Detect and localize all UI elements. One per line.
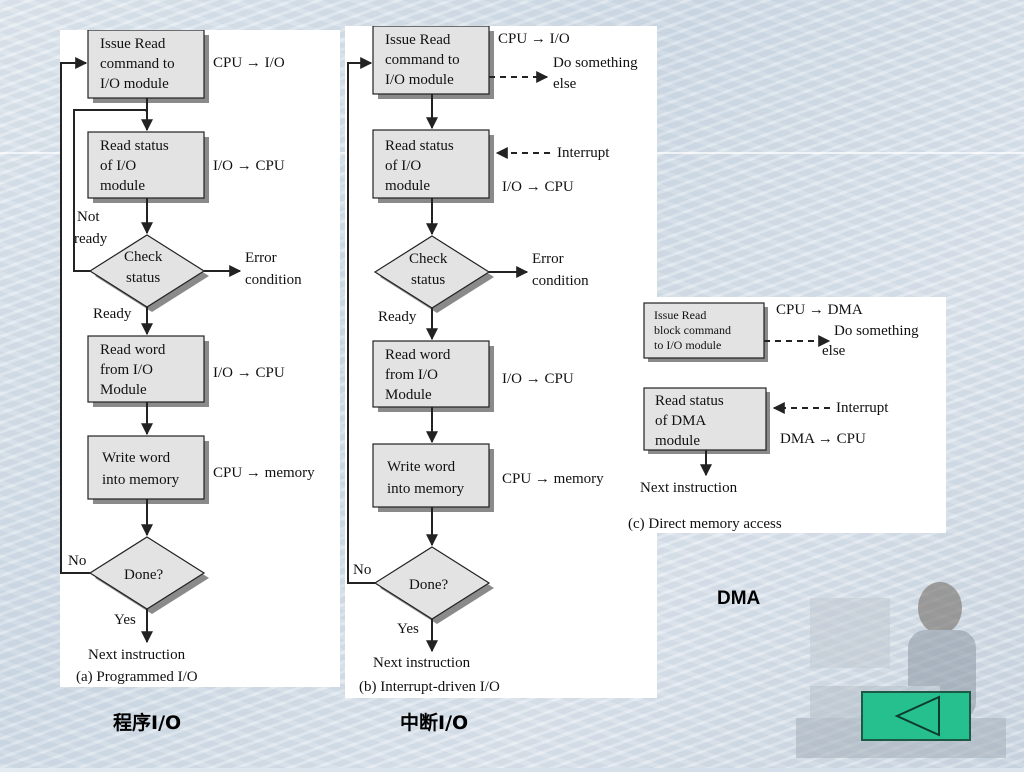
- label-dma-to-cpu: DMA → CPU: [780, 431, 866, 447]
- label-ready-a: Ready: [93, 306, 132, 322]
- box-read-word-b: Read word from I/O Module: [372, 340, 494, 412]
- caption-programmed-io: (a) Programmed I/O: [76, 669, 198, 685]
- box-issue-read-block-c: Issue Read block command to I/O module: [643, 302, 768, 362]
- back-button[interactable]: [861, 691, 971, 741]
- svg-text:Module: Module: [100, 382, 147, 398]
- svg-text:from I/O: from I/O: [385, 367, 438, 383]
- label-io-to-cpu-b2: I/O → CPU: [502, 371, 574, 387]
- svg-text:Read word: Read word: [100, 342, 166, 358]
- label-not-ready-a1: Not: [77, 209, 100, 225]
- svg-text:I/O module: I/O module: [100, 76, 169, 92]
- svg-text:Check: Check: [409, 251, 448, 267]
- caption-direct-memory-access: (c) Direct memory access: [628, 516, 782, 532]
- label-io-to-cpu-a2: I/O → CPU: [213, 365, 285, 381]
- flow-arrows-b: [347, 57, 550, 653]
- svg-text:into memory: into memory: [387, 481, 465, 497]
- svg-text:status: status: [126, 270, 160, 286]
- label-error-a2: condition: [245, 272, 302, 288]
- svg-text:Read status: Read status: [100, 138, 169, 154]
- label-interrupt-b: Interrupt: [557, 145, 610, 161]
- label-do-something-b2: else: [553, 76, 577, 92]
- svg-text:I/O module: I/O module: [385, 72, 454, 88]
- label-ready-b: Ready: [378, 309, 417, 325]
- box-write-word-a: Write word into memory: [87, 435, 209, 504]
- box-read-status-c: Read status of DMA module: [643, 387, 770, 454]
- label-cpu-to-dma: CPU → DMA: [776, 302, 863, 318]
- diamond-done-b: Done?: [373, 546, 494, 624]
- svg-text:of I/O: of I/O: [385, 158, 421, 174]
- svg-text:to I/O module: to I/O module: [654, 338, 721, 352]
- svg-text:Module: Module: [385, 387, 432, 403]
- svg-text:Done?: Done?: [409, 577, 448, 593]
- diamond-check-status-a: Check status: [88, 234, 209, 312]
- label-no-a: No: [68, 553, 86, 569]
- label-cpu-to-io-a: CPU → I/O: [213, 55, 285, 71]
- panel-programmed-io: Issue Read command to I/O module CPU → I…: [60, 30, 340, 687]
- box-write-word-b: Write word into memory: [372, 443, 494, 512]
- box-issue-read-a: Issue Read command to I/O module: [87, 30, 209, 103]
- panel-dma: Issue Read block command to I/O module C…: [628, 297, 946, 533]
- panel-interrupt-driven-io: Issue Read command to I/O module CPU → I…: [345, 26, 657, 698]
- svg-text:of I/O: of I/O: [100, 158, 136, 174]
- label-cpu-to-io-b: CPU → I/O: [498, 31, 570, 47]
- flow-arrows-a: [60, 57, 242, 644]
- svg-text:Issue Read: Issue Read: [385, 32, 451, 48]
- label-not-ready-a2: ready: [74, 231, 108, 247]
- diamond-done-a: Done?: [88, 536, 209, 614]
- svg-text:into memory: into memory: [102, 472, 180, 488]
- svg-text:of DMA: of DMA: [655, 413, 706, 429]
- label-cpu-to-memory-a: CPU → memory: [213, 465, 315, 481]
- box-read-word-a: Read word from I/O Module: [87, 335, 209, 407]
- flow-arrows-c: [700, 335, 831, 477]
- svg-text:module: module: [655, 433, 700, 449]
- caption-dma: DMA: [717, 588, 761, 609]
- box-read-status-a: Read status of I/O module: [87, 131, 209, 203]
- svg-text:block command: block command: [654, 323, 731, 337]
- caption-interrupt-driven-io: (b) Interrupt-driven I/O: [359, 679, 500, 695]
- svg-text:Write word: Write word: [102, 450, 171, 466]
- caption-interrupt-io-cn: 中断I/O: [400, 712, 469, 734]
- label-do-something-b1: Do something: [553, 55, 638, 71]
- svg-text:command to: command to: [385, 52, 460, 68]
- label-no-b: No: [353, 562, 371, 578]
- svg-text:Write word: Write word: [387, 459, 456, 475]
- svg-text:module: module: [385, 178, 430, 194]
- label-next-instruction-c: Next instruction: [640, 480, 738, 496]
- svg-text:command to: command to: [100, 56, 175, 72]
- diamond-check-status-b: Check status: [373, 235, 494, 313]
- svg-text:Check: Check: [124, 249, 163, 265]
- svg-text:Read status: Read status: [385, 138, 454, 154]
- label-io-to-cpu-a1: I/O → CPU: [213, 158, 285, 174]
- label-error-a1: Error: [245, 250, 277, 266]
- box-issue-read-b: Issue Read command to I/O module: [372, 26, 494, 99]
- svg-text:Read word: Read word: [385, 347, 451, 363]
- left-triangle-icon: [894, 695, 940, 737]
- label-yes-a: Yes: [114, 612, 136, 628]
- label-error-b2: condition: [532, 273, 589, 289]
- svg-text:module: module: [100, 178, 145, 194]
- box-read-status-b: Read status of I/O module: [372, 129, 494, 203]
- svg-text:from I/O: from I/O: [100, 362, 153, 378]
- label-yes-b: Yes: [397, 621, 419, 637]
- svg-text:Read status: Read status: [655, 393, 724, 409]
- label-next-instruction-a: Next instruction: [88, 647, 186, 663]
- label-do-something-c1: Do something: [834, 323, 919, 339]
- svg-text:Issue Read: Issue Read: [100, 36, 166, 52]
- label-cpu-to-memory-b: CPU → memory: [502, 471, 604, 487]
- caption-programmed-io-cn: 程序I/O: [113, 712, 182, 734]
- label-do-something-c2: else: [822, 343, 846, 359]
- label-interrupt-c: Interrupt: [836, 400, 889, 416]
- label-error-b1: Error: [532, 251, 564, 267]
- label-io-to-cpu-b1: I/O → CPU: [502, 179, 574, 195]
- svg-text:status: status: [411, 272, 445, 288]
- svg-text:Done?: Done?: [124, 567, 163, 583]
- svg-text:Issue Read: Issue Read: [654, 308, 706, 322]
- label-next-instruction-b: Next instruction: [373, 655, 471, 671]
